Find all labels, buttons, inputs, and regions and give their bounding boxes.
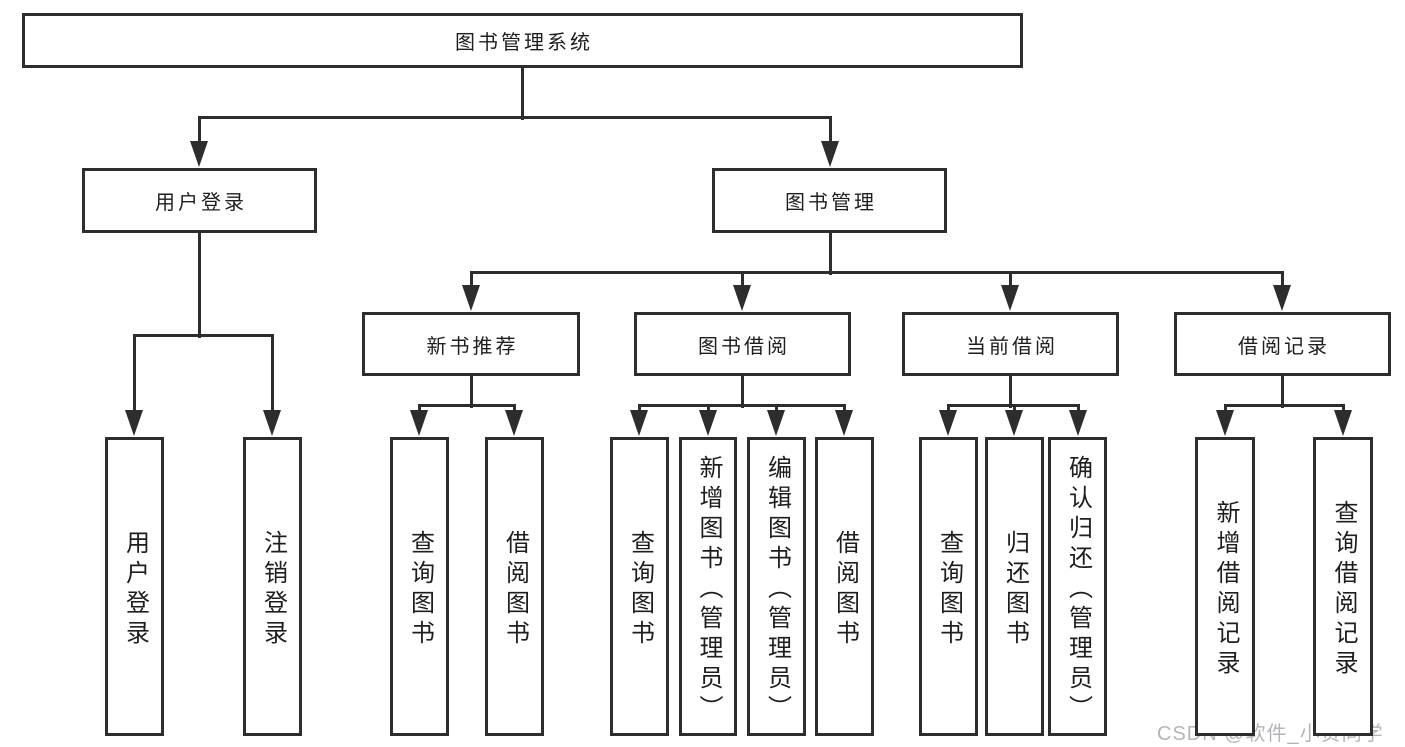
connector-root-split-branch-1 xyxy=(197,117,201,145)
node-leaf-borrow-books-1: 借阅图书 xyxy=(485,437,544,736)
node-root: 图书管理系统 xyxy=(22,13,1023,68)
node-label-leaf-confirm-return-admin: 确认归还（管理员） xyxy=(1064,454,1092,725)
node-label-current-borrowing: 当前借阅 xyxy=(966,335,1058,358)
connector-book-borrowing-split-branch-2 xyxy=(706,405,710,414)
connector-root-split-rail xyxy=(197,115,832,119)
node-label-leaf-query-books-1: 查询图书 xyxy=(406,529,434,650)
node-label-leaf-add-borrow-record: 新增借阅记录 xyxy=(1212,499,1239,680)
connector-current-borrowing-split-stem xyxy=(1008,376,1012,408)
arrow-down-icon xyxy=(505,410,523,436)
connector-book-management-split-rail xyxy=(469,270,1284,274)
node-leaf-query-books-2: 查询图书 xyxy=(610,437,669,736)
connector-book-management-split-branch-2 xyxy=(740,272,744,289)
node-leaf-logout: 注销登录 xyxy=(243,437,302,736)
connector-user-login-split-branch-2 xyxy=(270,335,274,414)
arrow-down-icon xyxy=(462,285,480,311)
node-user-login: 用户登录 xyxy=(82,168,317,233)
arrow-down-icon xyxy=(125,410,143,436)
node-leaf-confirm-return-admin: 确认归还（管理员） xyxy=(1048,437,1107,736)
connector-book-borrowing-split-branch-3 xyxy=(774,405,778,414)
connector-user-login-split-branch-1 xyxy=(132,335,136,414)
node-leaf-borrow-books-2: 借阅图书 xyxy=(815,437,874,736)
arrow-down-icon xyxy=(1005,410,1023,436)
arrow-down-icon xyxy=(410,410,428,436)
node-label-root: 图书管理系统 xyxy=(455,32,593,54)
connector-new-book-recommend-split-branch-2 xyxy=(512,405,516,414)
connector-new-book-recommend-split-stem xyxy=(469,376,473,408)
node-label-user-login: 用户登录 xyxy=(155,192,247,214)
node-label-leaf-logout: 注销登录 xyxy=(259,529,287,650)
node-leaf-query-books-3: 查询图书 xyxy=(919,437,978,736)
connector-root-split-branch-2 xyxy=(828,117,832,145)
node-leaf-query-borrow-record: 查询借阅记录 xyxy=(1313,437,1373,736)
node-label-book-borrowing: 图书借阅 xyxy=(698,335,790,358)
connector-book-management-split-stem xyxy=(828,233,832,275)
node-borrowing-records: 借阅记录 xyxy=(1174,312,1391,376)
connector-borrowing-records-split-branch-2 xyxy=(1341,405,1345,414)
node-label-leaf-return-books: 归还图书 xyxy=(1001,529,1029,650)
connector-book-borrowing-split-branch-4 xyxy=(842,405,846,414)
connector-current-borrowing-split-branch-1 xyxy=(946,405,950,414)
node-label-borrowing-records: 借阅记录 xyxy=(1238,335,1330,358)
node-new-book-recommend: 新书推荐 xyxy=(362,312,580,376)
node-label-leaf-borrow-books-2: 借阅图书 xyxy=(831,529,859,650)
connector-book-borrowing-split-stem xyxy=(740,376,744,408)
node-book-management: 图书管理 xyxy=(712,168,947,233)
connector-root-split-stem xyxy=(520,68,524,120)
connector-new-book-recommend-split-branch-1 xyxy=(417,405,421,414)
connector-new-book-recommend-split-rail xyxy=(417,403,516,407)
arrow-down-icon xyxy=(190,141,208,167)
connector-borrowing-records-split-rail xyxy=(1223,403,1345,407)
connector-borrowing-records-split-branch-1 xyxy=(1223,405,1227,414)
arrow-down-icon xyxy=(1001,285,1019,311)
connector-user-login-split-rail xyxy=(132,333,274,337)
connector-book-management-split-branch-1 xyxy=(469,272,473,289)
connector-book-management-split-branch-4 xyxy=(1280,272,1284,289)
node-label-leaf-query-borrow-record: 查询借阅记录 xyxy=(1330,499,1357,680)
node-label-leaf-query-books-3: 查询图书 xyxy=(935,529,963,650)
node-leaf-query-books-1: 查询图书 xyxy=(390,437,449,736)
node-current-borrowing: 当前借阅 xyxy=(902,312,1119,376)
node-label-leaf-query-books-2: 查询图书 xyxy=(626,529,654,650)
arrow-down-icon xyxy=(699,410,717,436)
node-label-book-management: 图书管理 xyxy=(785,192,877,214)
connector-current-borrowing-split-branch-2 xyxy=(1012,405,1016,414)
connector-book-borrowing-split-rail xyxy=(637,403,846,407)
connector-book-management-split-branch-3 xyxy=(1008,272,1012,289)
node-book-borrowing: 图书借阅 xyxy=(634,312,851,376)
arrow-down-icon xyxy=(1334,410,1352,436)
arrow-down-icon xyxy=(939,410,957,436)
connector-book-borrowing-split-branch-1 xyxy=(637,405,641,414)
arrow-down-icon xyxy=(630,410,648,436)
node-label-leaf-user-login: 用户登录 xyxy=(121,529,149,650)
node-label-leaf-borrow-books-1: 借阅图书 xyxy=(501,529,529,650)
node-label-leaf-add-books-admin: 新增图书（管理员） xyxy=(695,454,722,725)
node-leaf-return-books: 归还图书 xyxy=(985,437,1044,736)
connector-current-borrowing-split-branch-3 xyxy=(1076,405,1080,414)
arrow-down-icon xyxy=(821,141,839,167)
node-leaf-add-books-admin: 新增图书（管理员） xyxy=(679,437,737,736)
node-leaf-edit-books-admin: 编辑图书（管理员） xyxy=(747,437,806,736)
connector-borrowing-records-split-stem xyxy=(1280,376,1284,408)
arrow-down-icon xyxy=(767,410,785,436)
arrow-down-icon xyxy=(733,285,751,311)
connector-user-login-split-stem xyxy=(197,233,201,338)
arrow-down-icon xyxy=(263,410,281,436)
node-label-new-book-recommend: 新书推荐 xyxy=(426,335,519,358)
arrow-down-icon xyxy=(1069,410,1087,436)
node-label-leaf-edit-books-admin: 编辑图书（管理员） xyxy=(763,454,791,725)
node-leaf-user-login: 用户登录 xyxy=(105,437,164,736)
arrow-down-icon xyxy=(835,410,853,436)
node-leaf-add-borrow-record: 新增借阅记录 xyxy=(1195,437,1255,736)
arrow-down-icon xyxy=(1216,410,1234,436)
arrow-down-icon xyxy=(1273,285,1291,311)
